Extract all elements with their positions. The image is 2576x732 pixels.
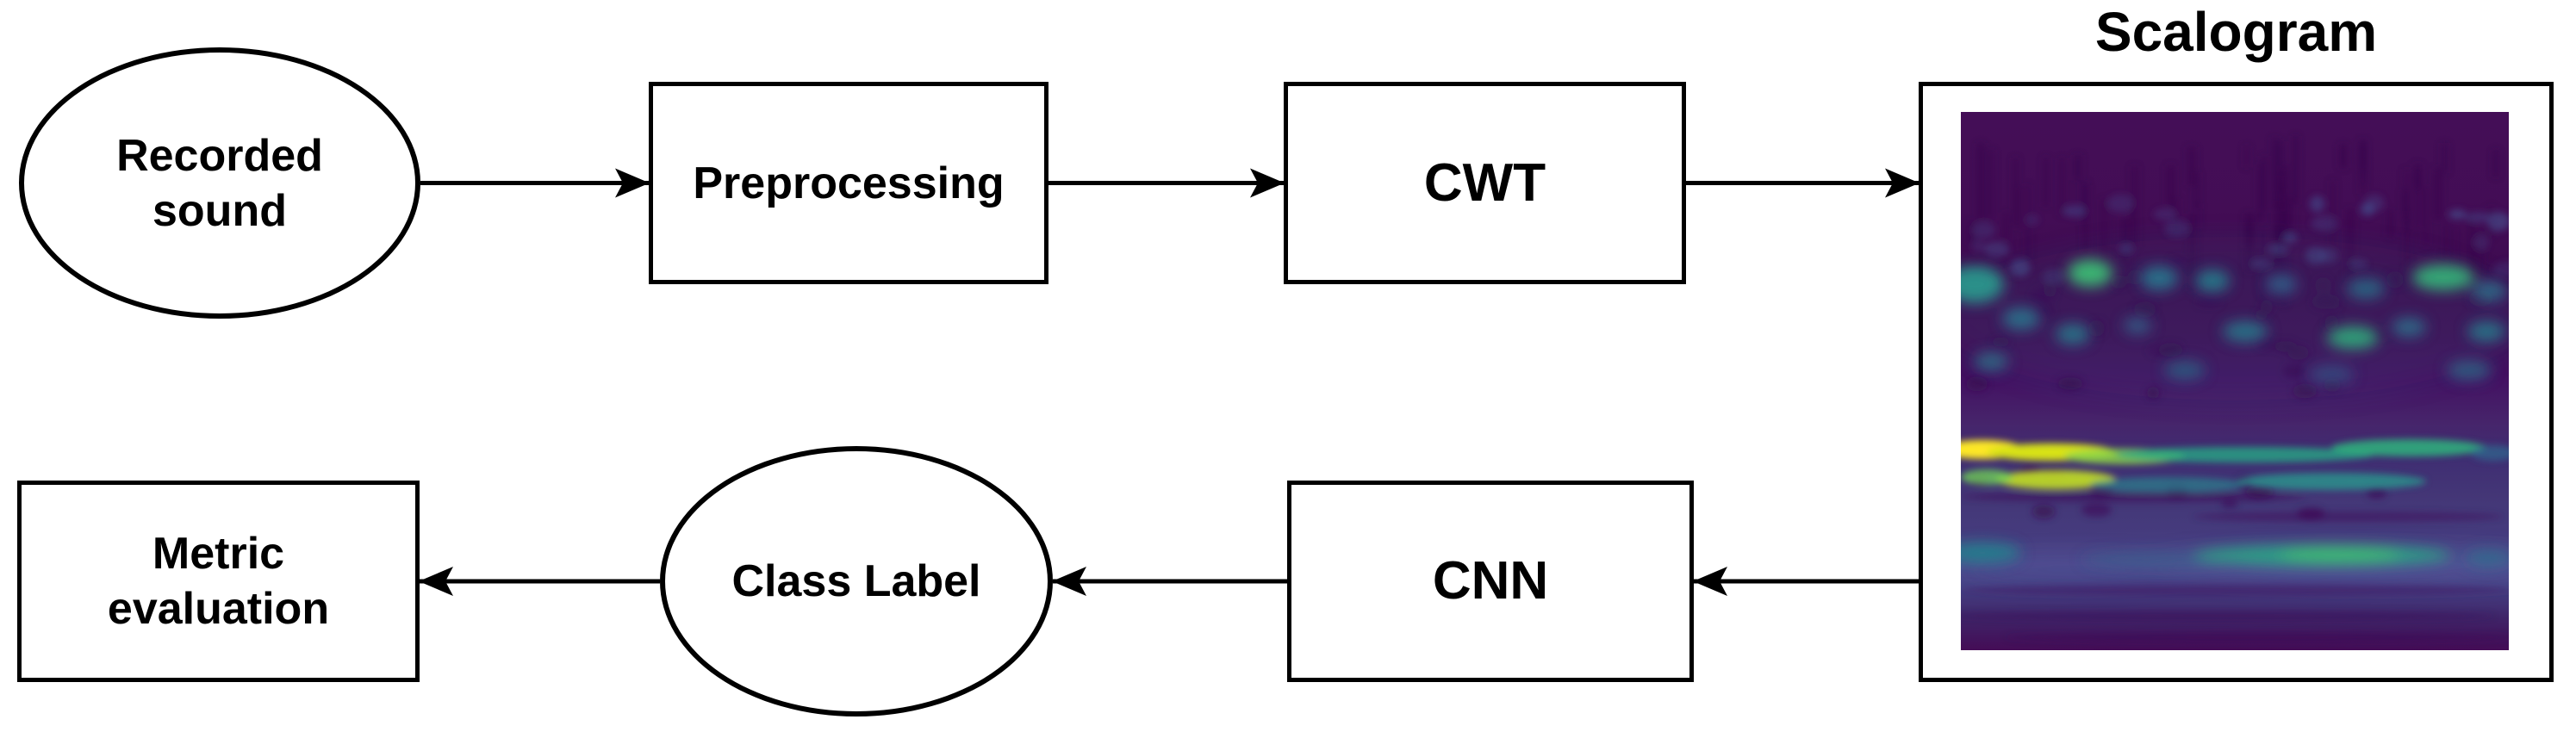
node-label: Preprocessing [693, 158, 1005, 208]
scalogram-image [1961, 112, 2509, 650]
node-label: Metric [152, 529, 285, 579]
node-label: Class Label [731, 556, 981, 606]
node-label: sound [152, 185, 287, 236]
scalogram-blobs [1961, 259, 2509, 568]
node-metric-evaluation: Metric evaluation [17, 481, 420, 682]
scalogram-title: Scalogram [2094, 1, 2378, 63]
node-cnn: CNN [1287, 481, 1694, 682]
scalogram-streaks [1961, 439, 2509, 642]
node-recorded-sound: Recorded sound [19, 47, 420, 319]
node-cwt: CWT [1284, 82, 1686, 284]
node-class-label: Class Label [660, 446, 1053, 716]
node-scalogram-panel [1919, 82, 2554, 682]
node-preprocessing: Preprocessing [649, 82, 1048, 284]
node-label: evaluation [107, 584, 330, 634]
node-label: Recorded [116, 130, 323, 181]
node-label: CNN [1432, 551, 1549, 611]
node-label: CWT [1423, 152, 1546, 213]
